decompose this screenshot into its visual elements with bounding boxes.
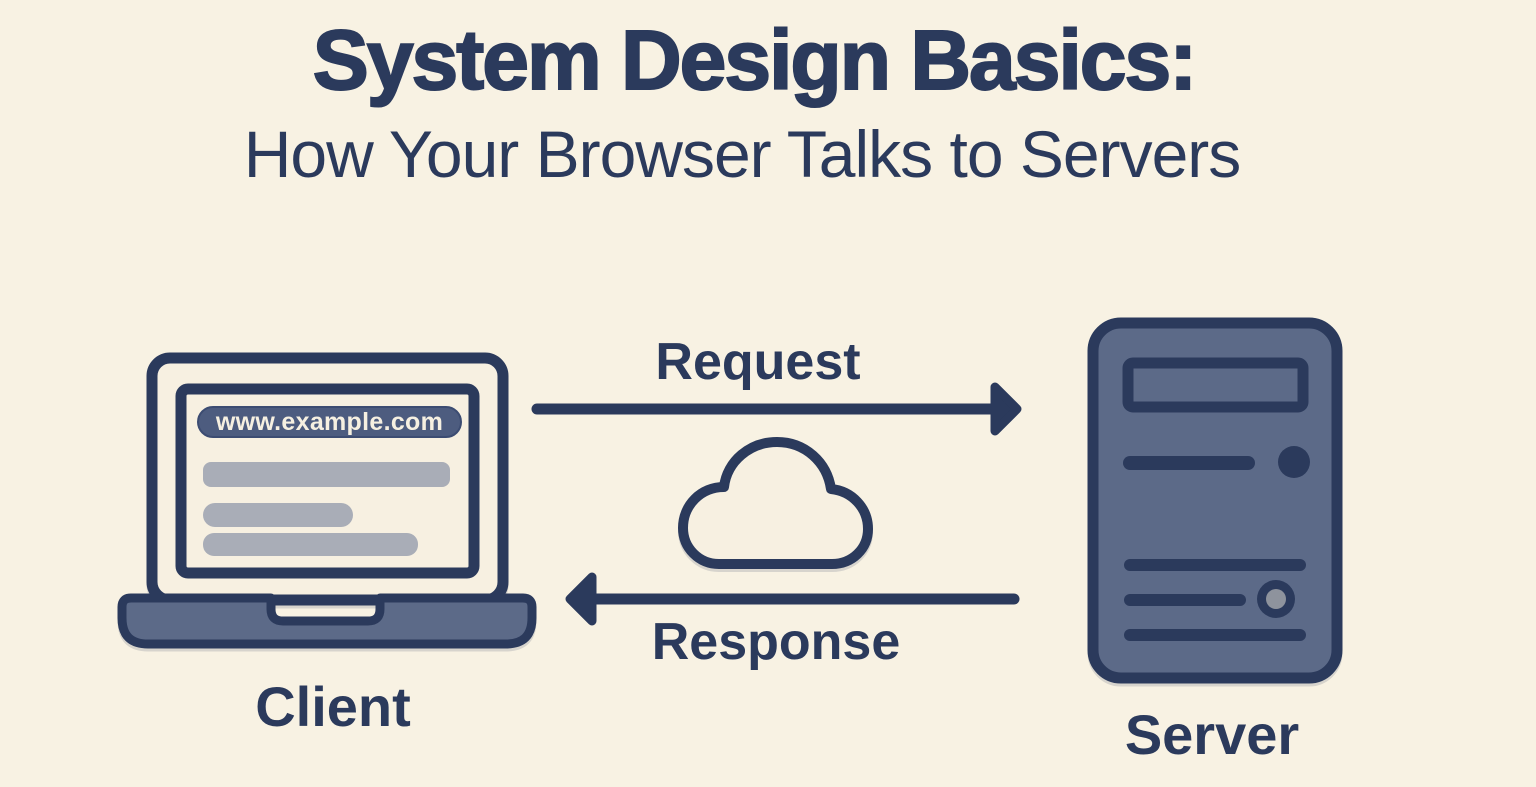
cloud-icon — [678, 437, 873, 569]
server-label: Server — [1124, 703, 1300, 766]
request-label: Request — [655, 333, 861, 391]
page-subtitle: How Your Browser Talks to Servers — [243, 117, 1242, 191]
request-arrow-icon — [531, 382, 1022, 436]
content-line-1 — [203, 462, 450, 487]
page-title: System Design Basics: — [312, 13, 1198, 107]
server-drive-bay — [1122, 357, 1309, 413]
laptop-icon — [117, 352, 537, 649]
response-label: Response — [651, 613, 901, 671]
server-led-core — [1266, 589, 1286, 609]
client-label: Client — [255, 675, 411, 738]
request-arrow-head — [990, 382, 1022, 436]
laptop-base — [117, 593, 537, 649]
browser-url-bar: www.example.com — [197, 406, 462, 438]
browser-url-text: www.example.com — [215, 408, 444, 436]
content-line-3 — [203, 533, 418, 556]
server-icon — [1087, 317, 1343, 684]
response-arrow-head — [565, 572, 597, 626]
response-arrow-icon — [565, 572, 1020, 626]
content-line-2 — [203, 503, 353, 527]
server-power-led — [1278, 446, 1310, 478]
cloud-outline — [678, 437, 873, 569]
